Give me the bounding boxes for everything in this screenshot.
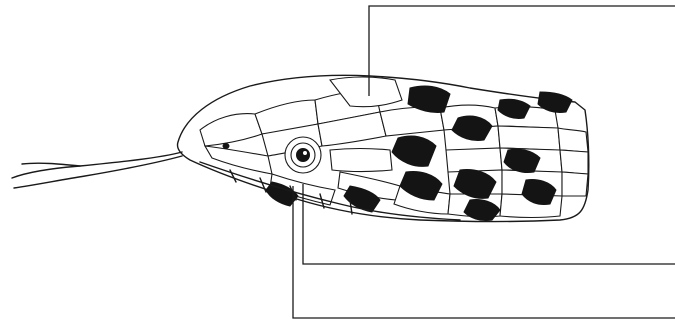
nostril [223, 144, 229, 149]
forked-tongue [12, 152, 182, 188]
eye [285, 137, 321, 173]
leader-line-top [369, 6, 675, 96]
